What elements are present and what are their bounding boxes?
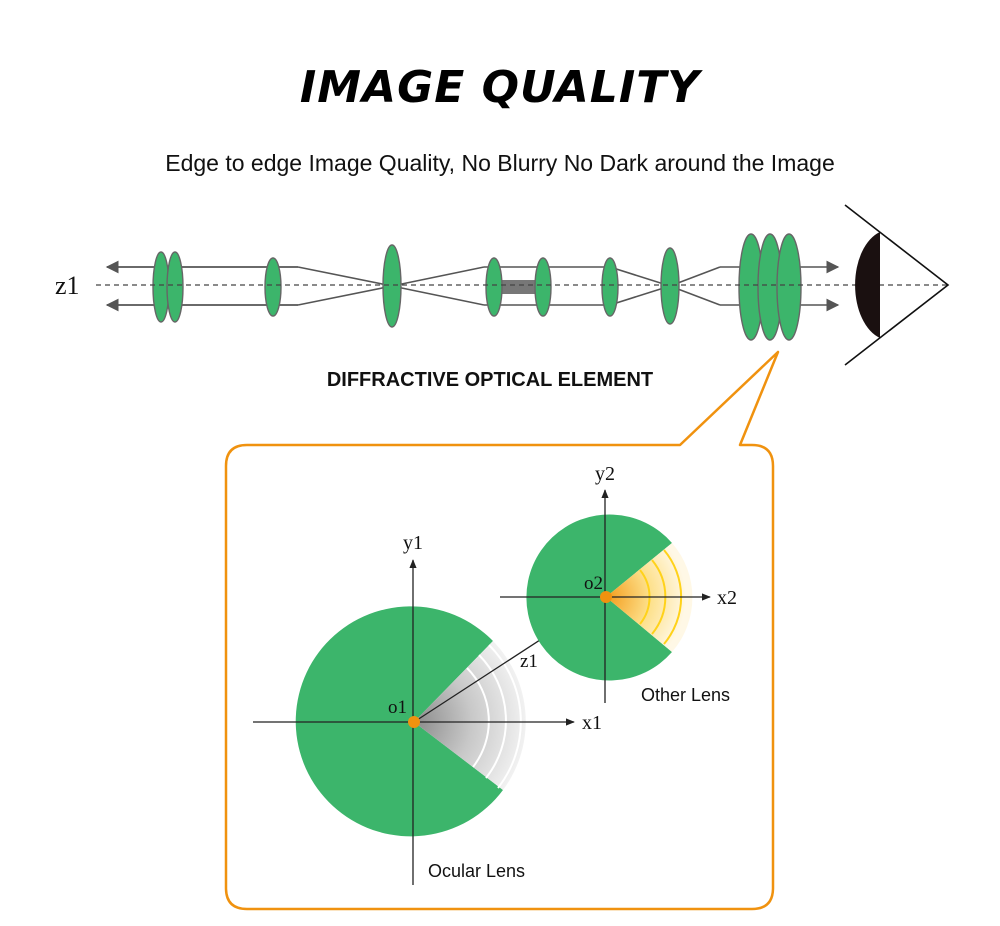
lens — [264, 257, 282, 317]
origin-o1-dot — [408, 716, 420, 728]
ocular-lens-diffractive-zone — [414, 641, 526, 790]
ocular-lens-rings — [466, 644, 522, 789]
ray-lower — [105, 285, 840, 312]
doe-label: DIFFRACTIVE OPTICAL ELEMENT — [327, 369, 653, 391]
lens — [534, 257, 552, 317]
lens — [776, 233, 802, 341]
origin-o2-dot — [600, 591, 612, 603]
lens-group — [152, 233, 802, 341]
connector-z1-label: z1 — [520, 651, 538, 672]
ray-upper — [105, 260, 840, 287]
y2-axis-label: y2 — [595, 463, 615, 485]
callout-box — [224, 350, 780, 911]
lens — [166, 251, 184, 323]
lens — [660, 247, 680, 325]
eye-icon — [844, 204, 950, 366]
origin-o1-label: o1 — [388, 697, 407, 718]
origin-o2-label: o2 — [584, 573, 603, 594]
other-lens-label: Other Lens — [641, 685, 730, 705]
page-subtitle: Edge to edge Image Quality, No Blurry No… — [165, 150, 835, 176]
other-lens: o2 y2 x2 Other Lens — [500, 463, 737, 705]
aperture-stop — [502, 280, 540, 294]
y1-axis-label: y1 — [403, 532, 423, 554]
axis-label-z1: z1 — [55, 271, 80, 300]
x2-axis-label: x2 — [717, 587, 737, 609]
page-title: IMAGE QUALITY — [299, 62, 701, 113]
lens — [485, 257, 503, 317]
x1-axis-label: x1 — [582, 712, 602, 734]
lens — [601, 257, 619, 317]
lens — [382, 244, 402, 328]
optical-path: z1 DIFFRACTIVE OPTICAL ELEMENT — [55, 204, 950, 391]
ocular-lens: o1 y1 x1 Ocular Lens z1 — [253, 532, 607, 885]
ocular-lens-label: Ocular Lens — [428, 861, 525, 881]
